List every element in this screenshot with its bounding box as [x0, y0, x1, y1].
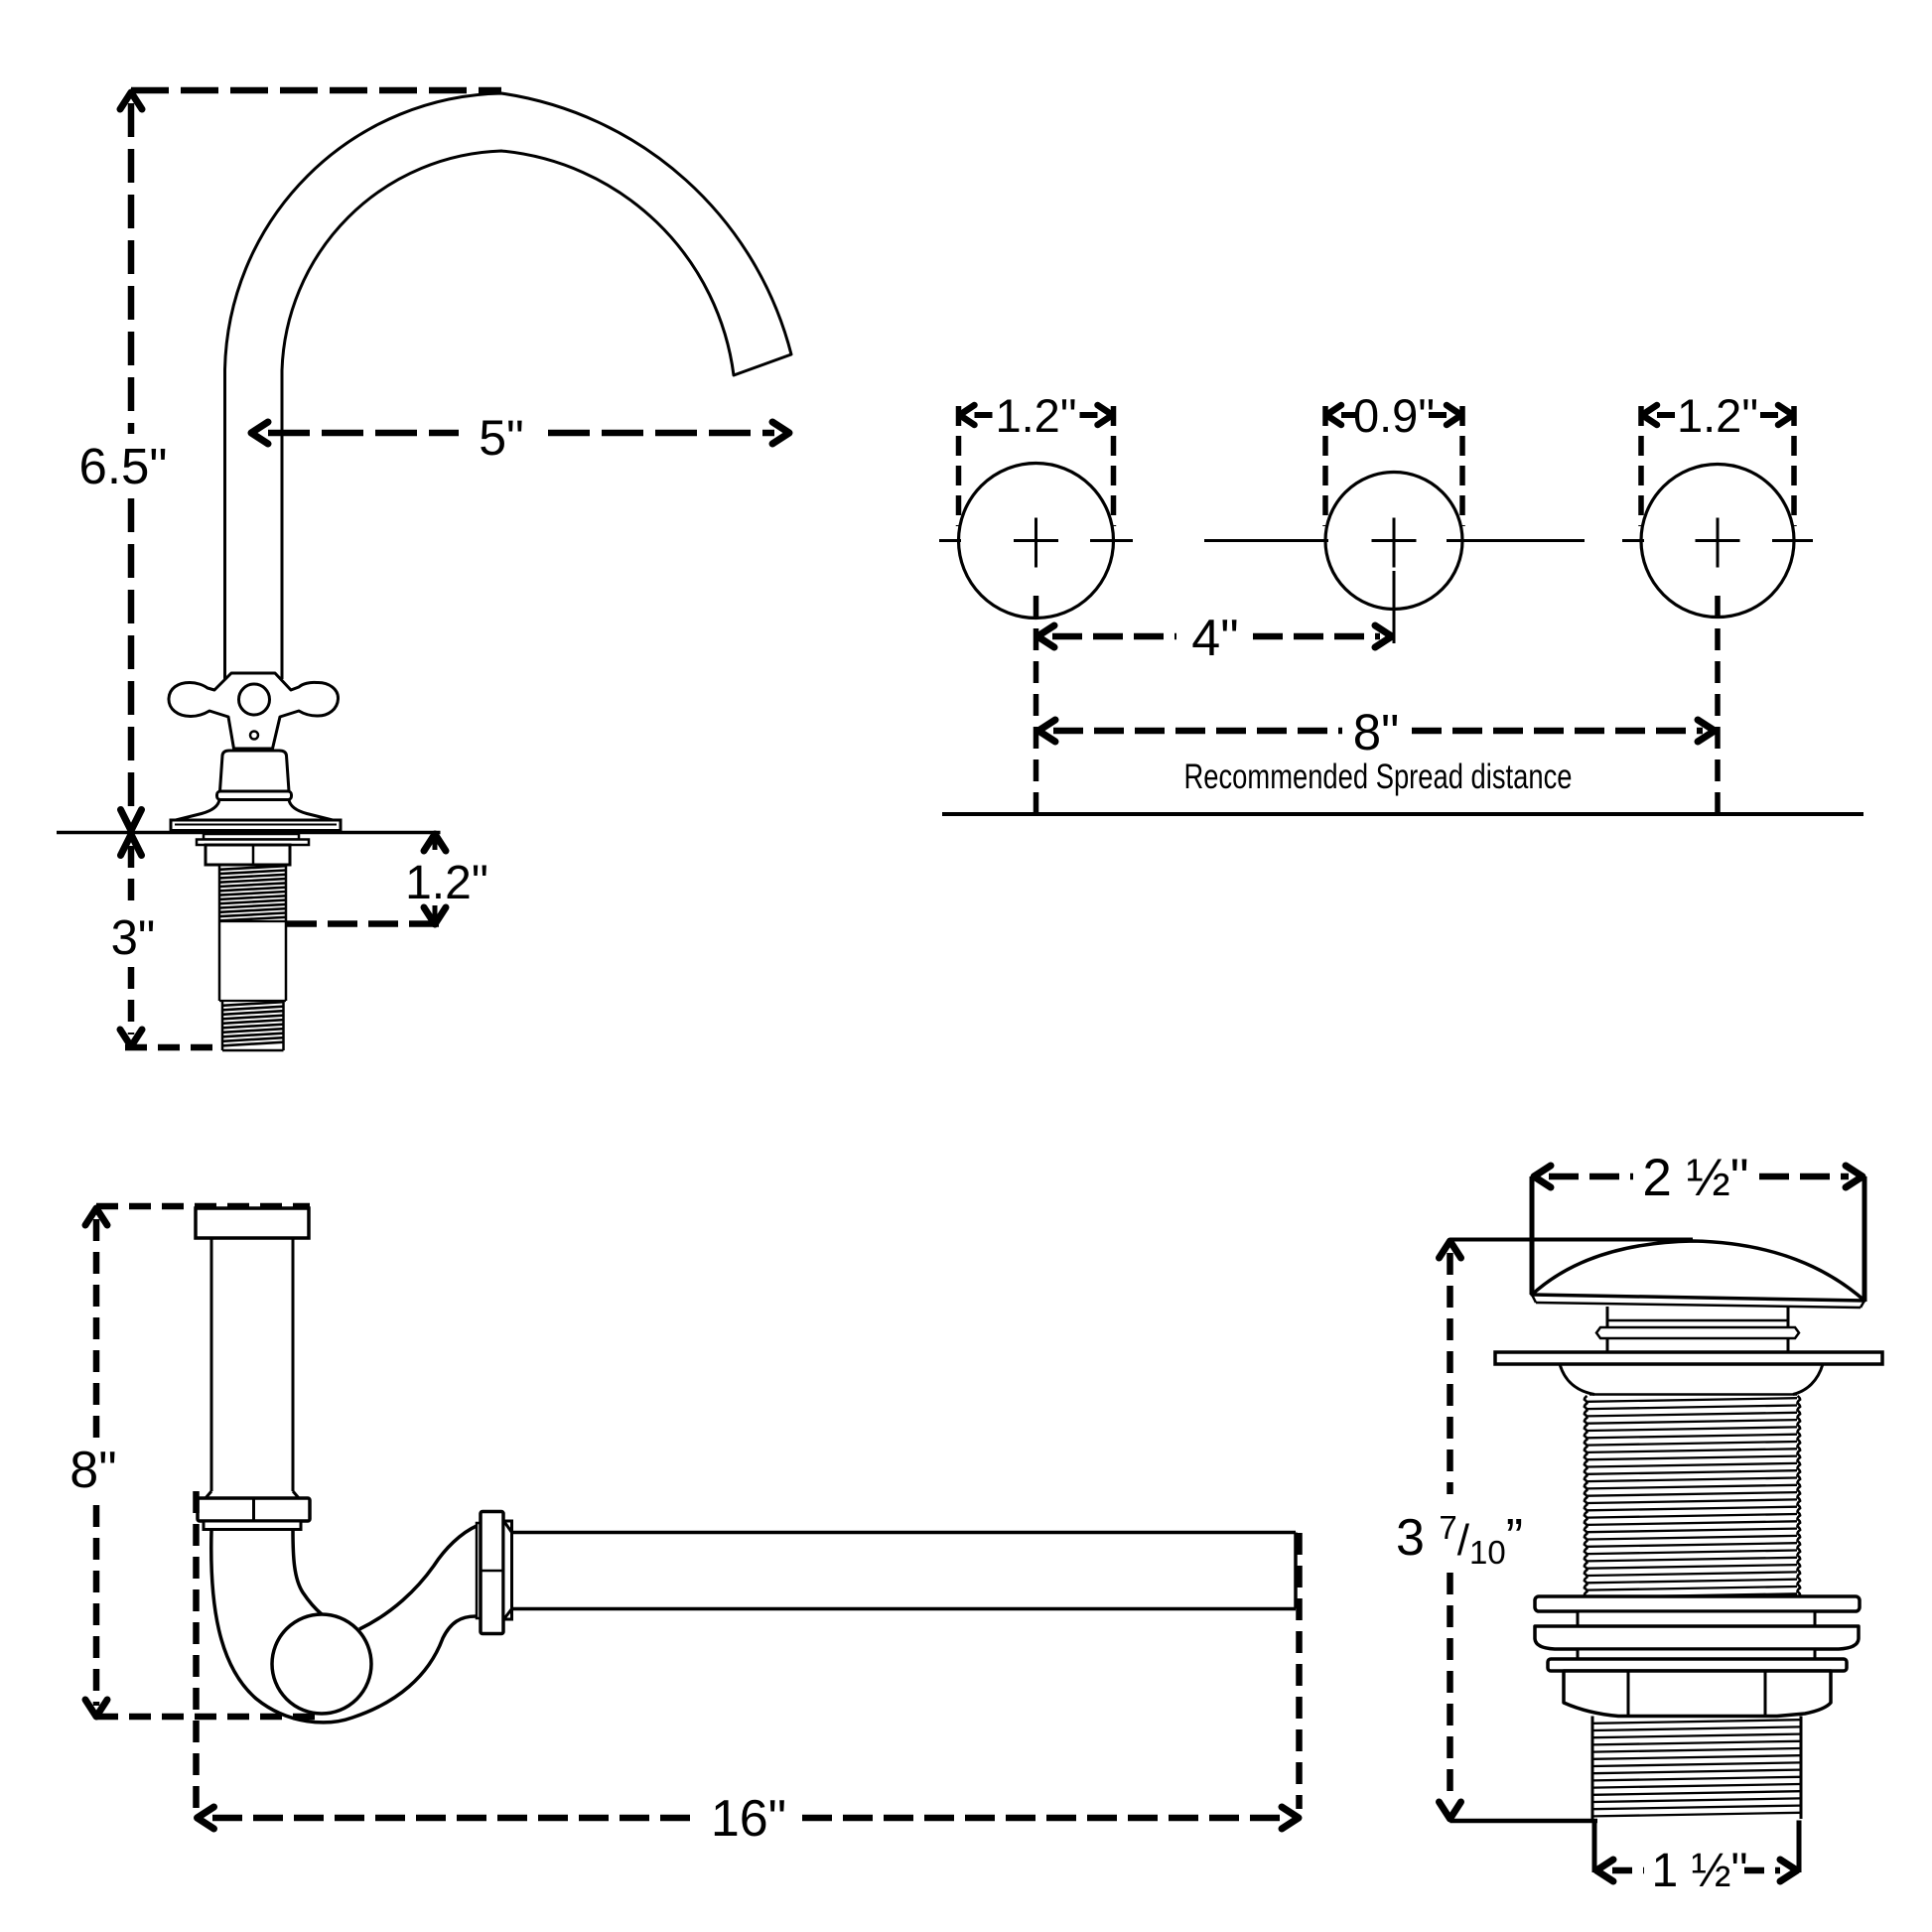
svg-text:8": 8" — [69, 1442, 116, 1499]
svg-text:4": 4" — [1191, 610, 1238, 667]
svg-text:8": 8" — [1353, 704, 1399, 760]
svg-text:2 ½": 2 ½" — [1642, 1149, 1748, 1207]
svg-text:5": 5" — [479, 410, 524, 466]
svg-text:16": 16" — [711, 1790, 786, 1848]
svg-text:1.2": 1.2" — [405, 857, 488, 909]
svg-text:0.9": 0.9" — [1353, 389, 1435, 442]
svg-text:3": 3" — [111, 911, 156, 965]
svg-text:1.2": 1.2" — [995, 389, 1076, 442]
svg-text:Recommended Spread distance: Recommended Spread distance — [1184, 758, 1573, 796]
svg-text:1 ½": 1 ½" — [1651, 1845, 1747, 1897]
svg-text:1.2": 1.2" — [1677, 389, 1758, 442]
svg-text:6.5": 6.5" — [78, 438, 167, 494]
